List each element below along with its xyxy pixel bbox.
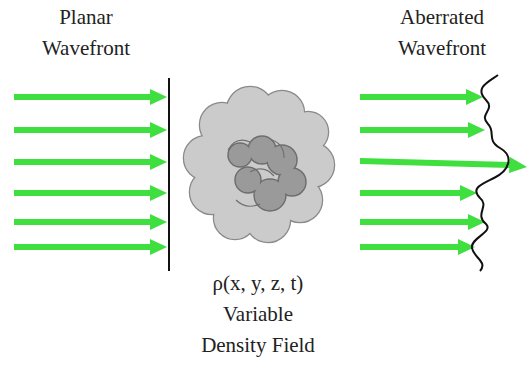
planar-arrows: [14, 89, 167, 255]
wavefront-label: Planar Wavefront: [30, 2, 142, 64]
field-label: ρ(x, y, z, t) Variable Density Field: [191, 268, 325, 361]
aberrated-wavefront-line: [472, 75, 509, 271]
density-cloud: [184, 87, 334, 242]
wavefront-label: Aberrated Wavefront: [386, 2, 498, 64]
planar-wavefront-line: [168, 78, 170, 271]
